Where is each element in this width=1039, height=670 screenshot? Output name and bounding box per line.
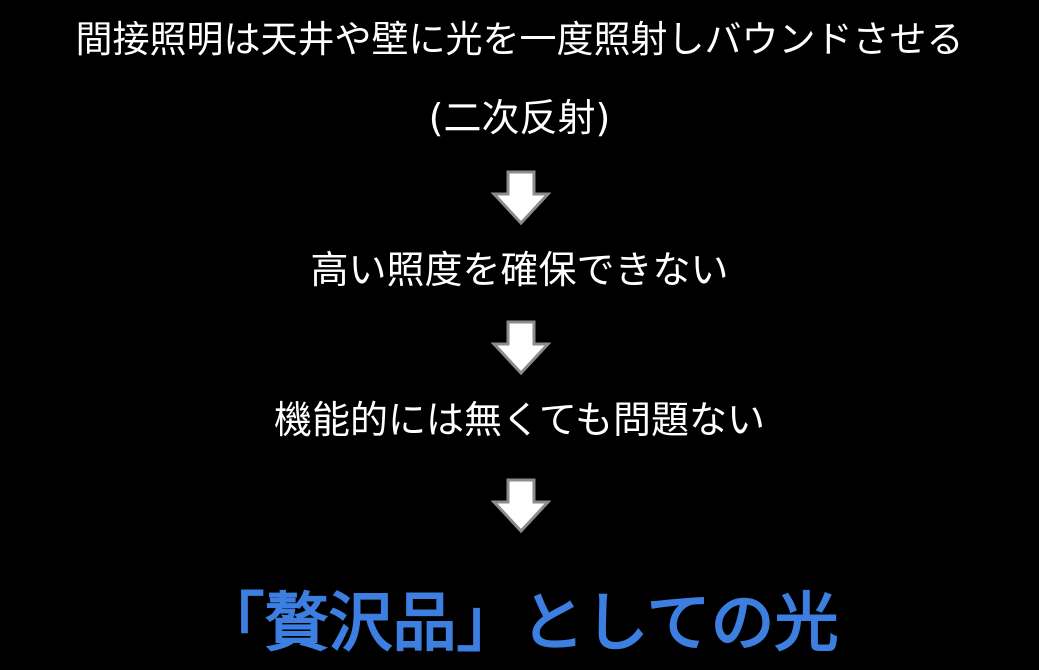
statement-low-illuminance: 高い照度を確保できない <box>310 248 729 292</box>
statement-secondary-reflection: (二次反射) <box>428 96 611 140</box>
down-arrow-icon <box>490 320 552 376</box>
statement-indirect-lighting: 間接照明は天井や壁に光を一度照射しバウンドさせる <box>75 18 964 61</box>
down-arrow-icon <box>490 170 552 226</box>
statement-not-necessary: 機能的には無くても問題ない <box>274 398 765 442</box>
down-arrow-icon <box>490 478 552 534</box>
conclusion-luxury-light: 「贅沢品」としての光 <box>200 587 839 661</box>
